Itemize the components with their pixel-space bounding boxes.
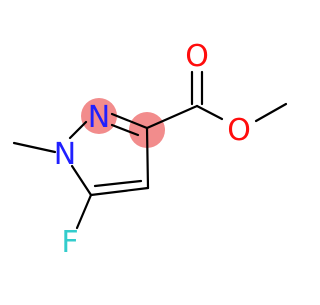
bond-group bbox=[12, 70, 288, 230]
bond-n1-methyl bbox=[12, 141, 57, 154]
atom-o-carbonyl: O bbox=[185, 39, 209, 74]
bond-c5-n1 bbox=[70, 164, 93, 197]
atom-o-ester: O bbox=[227, 113, 251, 148]
bond-c-o-ester bbox=[195, 104, 224, 121]
bond-c4-c5 bbox=[89, 186, 150, 197]
atom-highlight-n2 bbox=[81, 98, 117, 134]
bond-n2-c3 bbox=[110, 112, 149, 130]
molecule-canvas: N N F O O bbox=[12, 39, 288, 260]
atom-f: F bbox=[61, 225, 78, 260]
atom-n1: N bbox=[54, 137, 76, 172]
molecule-structure: N N F O O bbox=[12, 39, 288, 260]
bond-c3-carbonyl bbox=[145, 104, 199, 130]
bond-c5-f bbox=[75, 193, 93, 230]
bond-n1-n2 bbox=[68, 120, 88, 140]
bond-c3-c4 bbox=[145, 126, 150, 190]
atom-n2: N bbox=[88, 100, 110, 135]
bond-c4-c5-double bbox=[93, 179, 143, 188]
bond-o-methyl bbox=[254, 102, 288, 123]
bond-n2-c3-double bbox=[110, 123, 140, 137]
